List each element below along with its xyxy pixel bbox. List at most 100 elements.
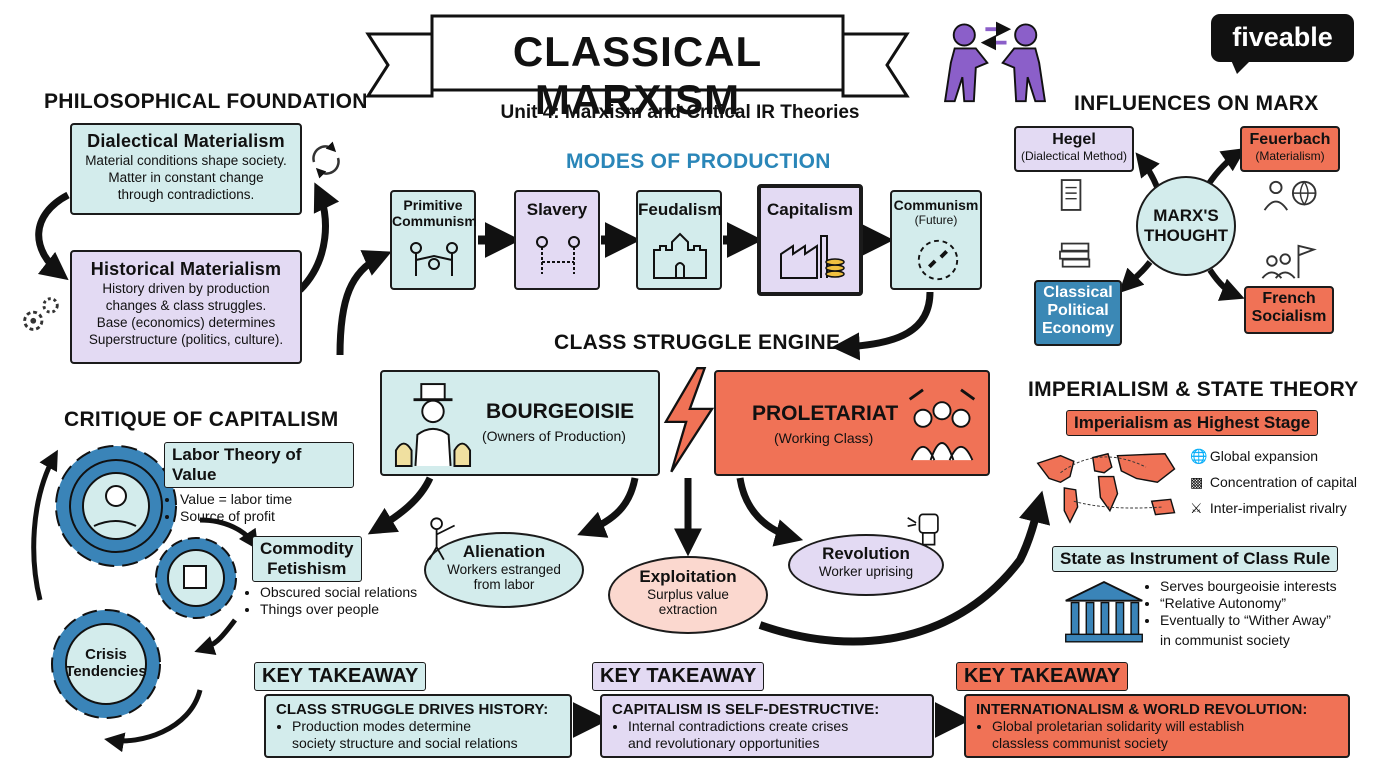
- chained-people-icon: [536, 236, 580, 274]
- french-line-2: Socialism: [1251, 308, 1327, 325]
- section-title-imperialism: IMPERIALISM & STATE THEORY: [1028, 378, 1359, 401]
- brand-logo-text: fiveable: [1232, 22, 1333, 52]
- section-title-class-struggle: CLASS STRUGGLE ENGINE: [554, 331, 841, 354]
- takeaway-1-headline: CLASS STRUGGLE DRIVES HISTORY:: [276, 701, 549, 718]
- arrow-historical-to-modes: [336, 250, 392, 356]
- arrow-center-to-french: [1207, 268, 1245, 301]
- takeaway-1-points: Production modes determine: [276, 718, 560, 735]
- state-point-1: Serves bourgeoisie interests: [1160, 578, 1364, 595]
- bar-chart-icon: ▩: [1190, 474, 1204, 490]
- french-line-1: French: [1262, 290, 1316, 307]
- government-building-icon: [1065, 581, 1143, 643]
- arrow-historical-to-dialectical: [297, 182, 340, 293]
- banner-ribbon-shape: [365, 14, 910, 98]
- page-title: CLASSICAL MARXISM: [512, 28, 763, 123]
- exploitation-heading: Exploitation: [639, 567, 737, 586]
- hegel-line-2: (Dialectical Method): [1020, 149, 1128, 163]
- gears-icon: [23, 297, 59, 331]
- mode-5-line-1: Communism: [893, 197, 979, 213]
- imperialism-point-3-text: Inter-imperialist rivalry: [1209, 500, 1347, 516]
- mode-1-line-1: Primitive: [403, 197, 463, 213]
- dialectical-line-2: Matter in constant change: [108, 170, 264, 185]
- arrow-center-to-classical: [1118, 260, 1153, 294]
- rivalry-icon: ⚔: [1190, 500, 1203, 516]
- feuerbach-line-1: Feuerbach: [1249, 131, 1331, 148]
- alienation-line-2: from labor: [473, 577, 535, 592]
- takeaway-2: KEY TAKEAWAY CAPITALISM IS SELF-DESTRUCT…: [592, 662, 934, 762]
- broken-chain-icon: [917, 239, 959, 281]
- revolution-line-1: Worker uprising: [818, 564, 914, 579]
- state-instrument-heading: State as Instrument of Class Rule: [1052, 546, 1339, 572]
- labor-theory-block: Labor Theory of Value Value = labor time…: [164, 442, 354, 525]
- state-point-3: Eventually to “Wither Away”: [1160, 612, 1364, 629]
- section-title-modes: MODES OF PRODUCTION: [566, 150, 831, 173]
- crisis-line-1: Crisis: [85, 646, 127, 663]
- dialectical-materialism-box: Dialectical Materialism Material conditi…: [70, 123, 302, 215]
- flag-crowd-icon: [1261, 244, 1317, 279]
- brand-logo[interactable]: fiveable: [1211, 14, 1354, 74]
- workers-group-icon: [908, 388, 976, 461]
- title-banner: CLASSICAL MARXISM: [360, 14, 915, 123]
- commodity-fetishism-block: Commodity Fetishism Obscured social rela…: [252, 536, 422, 618]
- takeaway-2-tag: KEY TAKEAWAY: [592, 662, 765, 691]
- books-icon: [1059, 242, 1091, 268]
- imperialism-point-2: ▩ Concentration of capital: [1190, 474, 1376, 500]
- imperialism-highest-stage: Imperialism as Highest Stage: [1066, 410, 1319, 436]
- influence-feuerbach: Feuerbach (Materialism): [1240, 126, 1340, 172]
- page-subtitle: Unit 4: Marxism and Critical IR Theories: [500, 102, 860, 123]
- section-title-influences: INFLUENCES ON MARX: [1074, 92, 1319, 115]
- sharing-people-icon: [410, 242, 458, 276]
- mode-5-line-2: (Future): [914, 213, 958, 227]
- historical-line-1: History driven by production: [102, 281, 270, 296]
- gear-large-icon: [55, 445, 177, 567]
- gear-medium-icon: [155, 537, 237, 619]
- arrow-bourgeoisie-to-alienation: [577, 477, 639, 538]
- crisis-tendencies-label: Crisis Tendencies: [62, 646, 150, 680]
- imperialism-point-3: ⚔ Inter-imperialist rivalry: [1190, 500, 1376, 526]
- crisis-line-2: Tendencies: [65, 663, 147, 680]
- classical-line-1: Classical: [1043, 284, 1113, 301]
- takeaway-1-line-2: society structure and social relations: [292, 735, 518, 751]
- fetishism-bullet-1: Obscured social relations: [260, 584, 422, 601]
- feuerbach-line-2: (Materialism): [1255, 149, 1325, 163]
- logo-speech-tail: [1231, 60, 1251, 74]
- mode-communism-future: Communism (Future): [890, 190, 982, 290]
- historical-materialism-box: Historical Materialism History driven by…: [70, 250, 302, 364]
- classical-line-2: Political: [1047, 302, 1109, 319]
- cycle-arrows-icon: [312, 141, 340, 179]
- revolution-heading: Revolution: [822, 544, 910, 563]
- takeaway-2-card: CAPITALISM IS SELF-DESTRUCTIVE: Internal…: [600, 694, 934, 758]
- fetishism-bullets: Obscured social relations Things over pe…: [244, 584, 422, 618]
- takeaway-2-line-2: and revolutionary opportunities: [628, 735, 820, 751]
- fetishism-heading-2: Fetishism: [267, 559, 347, 578]
- mode-4-label: Capitalism: [767, 200, 853, 219]
- top-hat-capitalist-icon: [394, 383, 472, 467]
- arrow-bourgeoisie-to-fetishism: [367, 476, 434, 535]
- arrow-center-to-feuerbach: [1205, 148, 1246, 187]
- globe-icon: 🌐: [1190, 448, 1208, 464]
- labor-bullet-1: Value = labor time: [180, 491, 354, 508]
- historical-line-3: Base (economics) determines: [96, 315, 276, 330]
- mode-3-label: Feudalism: [638, 200, 723, 219]
- scroll-icon: [1060, 179, 1082, 211]
- dialectical-line-1: Material conditions shape society.: [85, 153, 287, 168]
- historical-line-4: Superstructure (politics, culture).: [88, 332, 284, 347]
- mode-2-label: Slavery: [526, 200, 588, 219]
- labor-theory-heading: Labor Theory of Value: [164, 442, 354, 488]
- takeaway-2-headline: CAPITALISM IS SELF-DESTRUCTIVE:: [612, 701, 880, 718]
- fetishism-heading-1: Commodity: [260, 539, 354, 558]
- mode-feudalism: Feudalism: [636, 190, 722, 290]
- state-point-2: “Relative Autonomy”: [1160, 595, 1364, 612]
- gear-crisis-icon: [51, 609, 161, 719]
- takeaway-1-tag: KEY TAKEAWAY: [254, 662, 427, 691]
- alienation-line-1: Workers estranged: [447, 562, 561, 577]
- people-globe-icon: [1263, 180, 1317, 211]
- proletariat-box: PROLETARIAT (Working Class): [714, 370, 990, 476]
- state-points: Serves bourgeoisie interests “Relative A…: [1144, 578, 1364, 629]
- fetishism-bullet-2: Things over people: [260, 601, 422, 618]
- takeaway-3-tag: KEY TAKEAWAY: [956, 662, 1129, 691]
- revolution-oval: Revolution Worker uprising: [788, 534, 944, 596]
- lightning-icon: [663, 367, 715, 473]
- bourgeoisie-box: BOURGEOISIE (Owners of Production): [380, 370, 660, 476]
